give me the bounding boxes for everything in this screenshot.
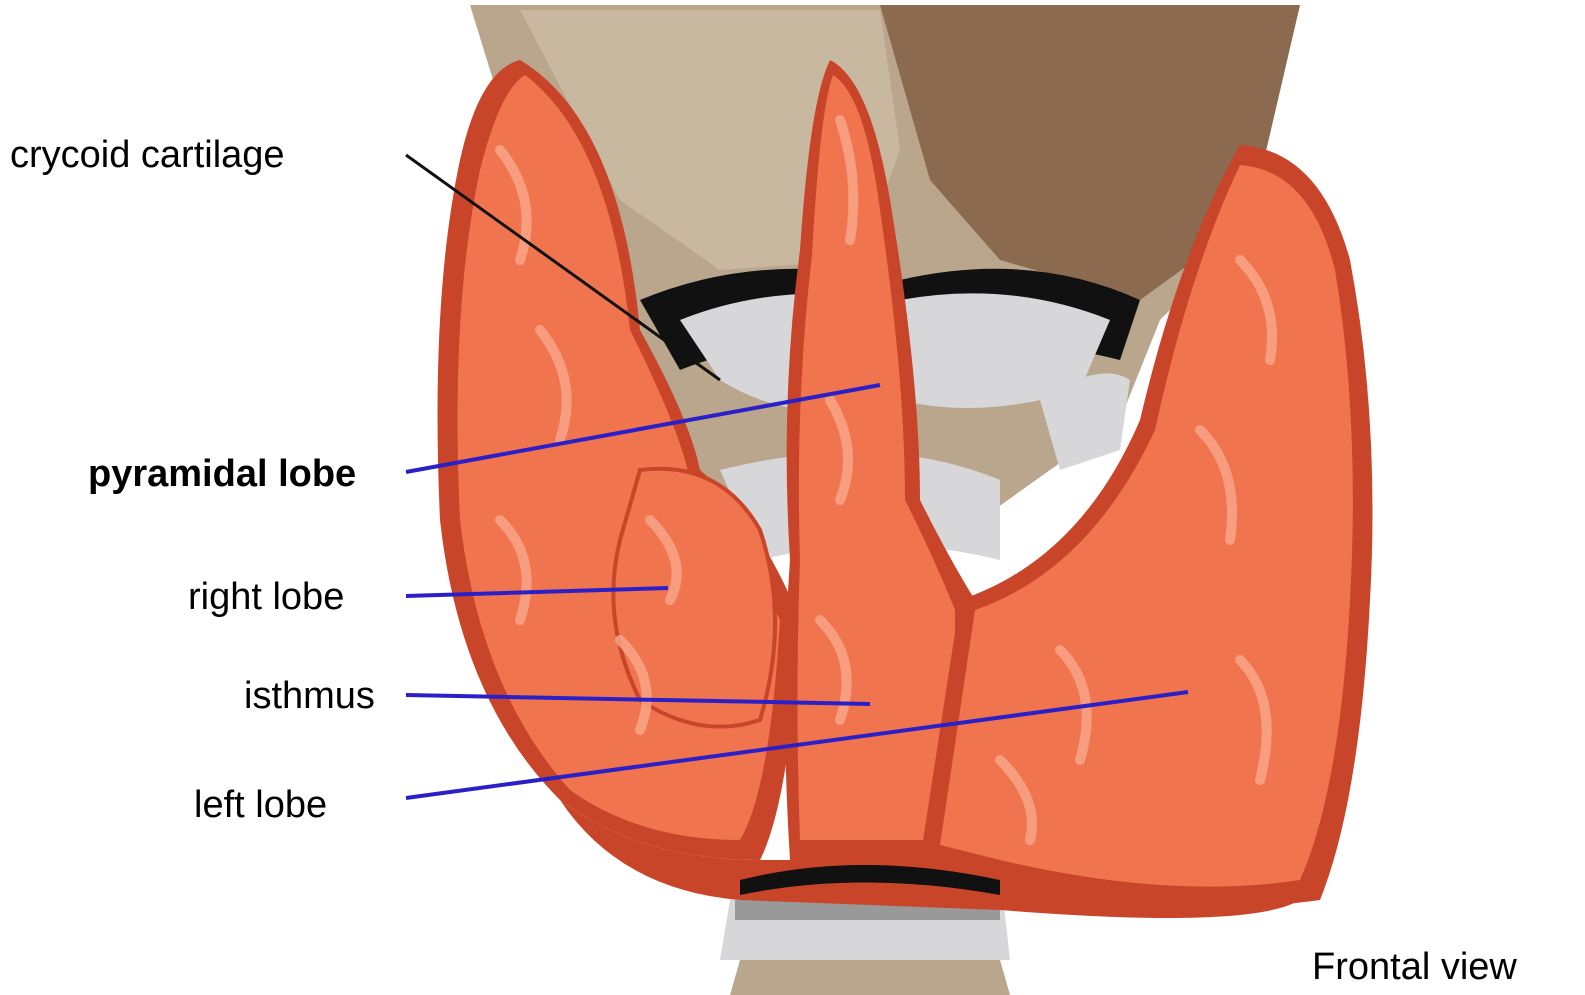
label-frontal-view: Frontal view xyxy=(1312,948,1517,986)
label-isthmus: isthmus xyxy=(244,677,375,715)
label-crycoid-cartilage: crycoid cartilage xyxy=(10,136,285,174)
label-pyramidal-lobe: pyramidal lobe xyxy=(88,455,356,493)
label-left-lobe: left lobe xyxy=(194,786,327,824)
label-right-lobe: right lobe xyxy=(188,578,344,616)
